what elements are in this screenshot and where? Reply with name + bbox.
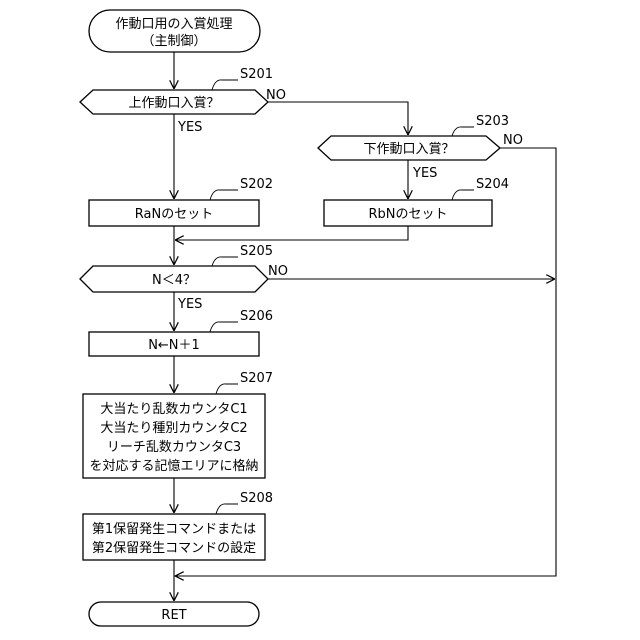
s201-no-label: NO	[266, 88, 286, 103]
s206-process: N←N＋1	[89, 332, 259, 356]
s204-leader	[452, 190, 474, 200]
s205-yes-label: YES	[177, 297, 202, 312]
end-terminal: RET	[89, 602, 259, 626]
connector-s201-no	[268, 102, 408, 134]
connector-s204-merge	[176, 226, 408, 240]
s206-step-id: S206	[240, 309, 273, 324]
s205-label: N＜4？	[152, 273, 196, 288]
s201-leader	[212, 80, 238, 90]
s207-line-3: リーチ乱数カウンタC3	[107, 440, 241, 455]
s202-step-id: S202	[240, 177, 273, 192]
s204-label: RbNのセット	[368, 207, 447, 222]
s203-step-id: S203	[476, 114, 509, 129]
s203-label: 下作動口入賞？	[363, 142, 454, 157]
s208-line-1: 第1保留発生コマンドまたは	[92, 522, 256, 537]
s208-line-2: 第2保留発生コマンドの設定	[92, 540, 256, 556]
s205-decision: N＜4？	[80, 266, 268, 292]
s201-decision: 上作動口入賞？	[80, 90, 268, 114]
s207-line-1: 大当たり乱数カウンタC1	[100, 402, 247, 417]
s205-step-id: S205	[240, 244, 273, 259]
s201-label: 上作動口入賞？	[128, 96, 219, 111]
s202-process: RaNのセット	[89, 200, 259, 226]
s203-leader	[452, 127, 474, 136]
s203-yes-label: YES	[412, 166, 437, 181]
s207-leader	[216, 384, 238, 394]
s201-yes-label: YES	[177, 120, 202, 135]
s203-decision: 下作動口入賞？	[318, 136, 500, 160]
s203-no-label: NO	[503, 133, 523, 148]
s207-step-id: S207	[240, 371, 273, 386]
start-title: 作動口用の入賞処理	[115, 17, 232, 32]
s205-no-label: NO	[268, 264, 288, 279]
s206-label: N←N＋1	[148, 338, 200, 353]
s208-step-id: S208	[240, 491, 273, 506]
s204-process: RbNのセット	[324, 200, 492, 226]
s208-leader	[216, 504, 238, 514]
start-terminal: 作動口用の入賞処理 （主制御）	[89, 10, 260, 52]
start-subtitle: （主制御）	[141, 34, 206, 49]
s207-line-4: を対応する記憶エリアに格納	[89, 458, 258, 474]
s202-label: RaNのセット	[135, 207, 213, 222]
s207-process: 大当たり乱数カウンタC1 大当たり種別カウンタC2 リーチ乱数カウンタC3 を対…	[83, 394, 265, 478]
end-label: RET	[161, 608, 186, 623]
s205-leader	[212, 257, 238, 266]
s206-leader	[210, 322, 238, 332]
s202-leader	[210, 190, 238, 200]
s207-line-2: 大当たり種別カウンタC2	[100, 420, 247, 436]
s204-step-id: S204	[476, 177, 509, 192]
s201-step-id: S201	[240, 67, 273, 82]
s208-process: 第1保留発生コマンドまたは 第2保留発生コマンドの設定	[83, 514, 265, 560]
